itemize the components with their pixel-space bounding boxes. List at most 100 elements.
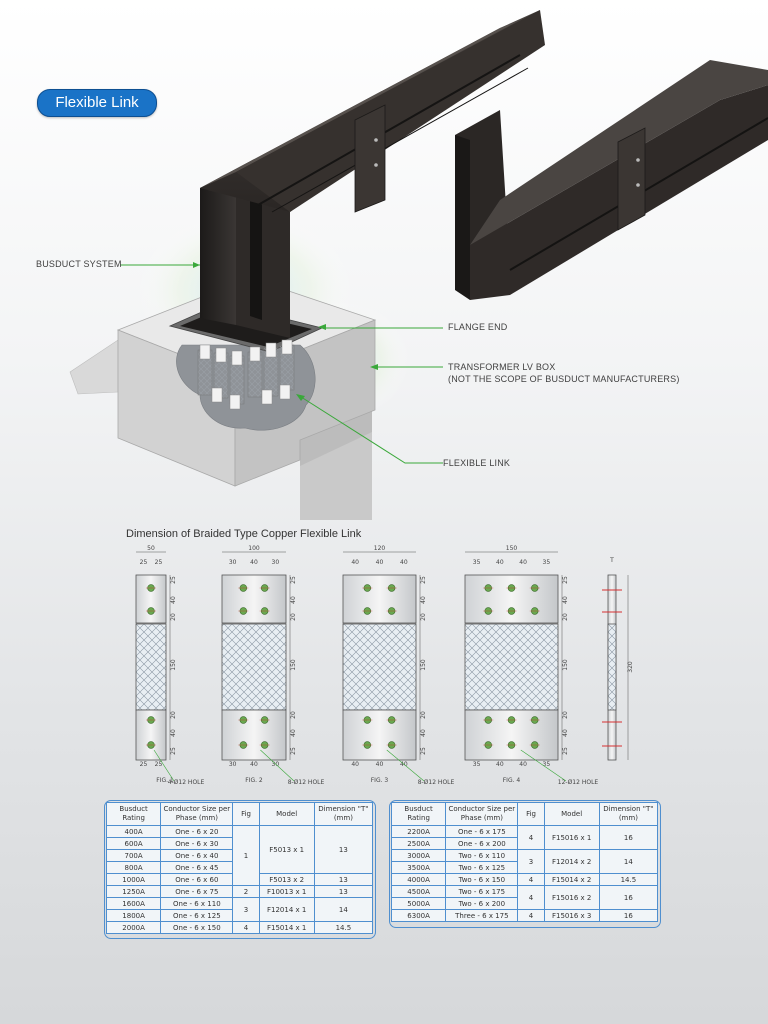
cell-fig: 1 (232, 825, 260, 886)
cell-dimension: 16 (598, 825, 659, 850)
side-view-braid (607, 623, 617, 711)
width-label: 120 (374, 545, 386, 552)
side-dimension-label: 40 (562, 729, 569, 737)
top-segment-label: 30 (229, 559, 237, 566)
hole-callout: 8-Ø12 HOLE (418, 779, 455, 786)
cell-fig: 4 (517, 825, 545, 850)
figure-label: FIG. 2 (245, 777, 263, 784)
hole-callout: 4-Ø12 HOLE (168, 779, 205, 786)
cell-model: F15016 x 2 (543, 885, 600, 910)
cell-rating: 2500A (390, 837, 447, 850)
top-segment-label: 40 (351, 559, 359, 566)
table-row: 3500A Two - 6 x 125 (390, 861, 658, 874)
cell-rating: 2000A (105, 921, 162, 934)
cell-conductor: One - 6 x 60 (160, 873, 234, 886)
top-segment-label: 40 (496, 559, 504, 566)
col-busduct-rating: Busduct Rating (105, 802, 162, 826)
cell-model: F12014 x 2 (543, 849, 600, 874)
side-dimension-label: 40 (170, 729, 177, 737)
callout-flange-end: FLANGE END (448, 322, 508, 332)
spec-table-left: Busduct Rating Conductor Size per Phase … (105, 802, 374, 934)
braided-section (464, 623, 559, 711)
hole-leader-line (260, 749, 295, 782)
callout-transformer-lv-box: TRANSFORMER LV BOX (448, 362, 556, 372)
side-dimension-label: 25 (290, 747, 297, 755)
cell-dimension: 13 (313, 825, 374, 874)
cell-rating: 3000A (390, 849, 447, 862)
top-segment-label: 40 (376, 559, 384, 566)
side-dimension-label: 25 (170, 747, 177, 755)
cell-dimension: 14.5 (313, 921, 374, 934)
side-dimension-label: 150 (290, 659, 297, 671)
bottom-segment-label: 40 (351, 761, 359, 768)
col-conductor-size: Conductor Size per Phase (mm) (445, 802, 519, 826)
hole-leader-line (153, 749, 175, 782)
side-dimension-label: 40 (170, 596, 177, 604)
cell-rating: 2200A (390, 825, 447, 838)
left-table-frame (104, 800, 376, 939)
cell-dimension: 13 (313, 873, 374, 886)
thickness-label: T (609, 557, 614, 564)
side-dimension-label: 25 (170, 576, 177, 584)
side-dimension-label: 20 (420, 711, 427, 719)
table-row: 1600A One - 6 x 110 3 F12014 x 1 14 (105, 897, 374, 922)
page-title: Flexible Link (37, 89, 157, 117)
table-row: 400A One - 6 x 20 1 F5013 x 1 13 (105, 825, 374, 886)
top-plate (221, 574, 287, 624)
braided-section (342, 623, 417, 711)
cell-dimension: 16 (598, 885, 659, 910)
table-row: 2000A One - 6 x 150 4 F15014 x 1 14.5 (105, 921, 374, 934)
col-busduct-rating: Busduct Rating (390, 802, 447, 826)
table-row: 4000A Two - 6 x 150 4 F15014 x 2 14.5 (390, 873, 659, 886)
side-view-height-label: 320 (627, 661, 634, 673)
top-segment-label: 25 (140, 559, 148, 566)
top-segment-label: 35 (543, 559, 551, 566)
top-segment-label: 35 (473, 559, 481, 566)
callout-busduct-system: BUSDUCT SYSTEM (36, 259, 122, 269)
hole-callout: 12-Ø12 HOLE (558, 779, 599, 786)
cell-rating: 4000A (390, 873, 447, 886)
side-dimension-label: 25 (562, 576, 569, 584)
cell-conductor: Two - 6 x 125 (445, 861, 519, 874)
hole-leader-line (386, 749, 425, 782)
cell-model: F15016 x 3 (543, 909, 600, 922)
dimension-heading: Dimension of Braided Type Copper Flexibl… (126, 528, 362, 540)
cell-fig: 3 (232, 897, 260, 922)
cell-conductor: One - 6 x 200 (445, 837, 519, 850)
cell-conductor: One - 6 x 40 (160, 849, 234, 862)
cell-model: F5013 x 1 (258, 825, 315, 874)
cell-rating: 400A (105, 825, 162, 838)
cell-fig: 4 (517, 909, 545, 922)
side-dimension-label: 40 (420, 729, 427, 737)
side-dimension-label: 40 (562, 596, 569, 604)
side-dimension-label: 20 (420, 613, 427, 621)
cell-rating: 800A (105, 861, 162, 874)
cell-rating: 4500A (390, 885, 447, 898)
cell-rating: 6300A (390, 909, 447, 922)
side-dimension-label: 150 (420, 659, 427, 671)
top-segment-label: 40 (400, 559, 408, 566)
braided-section (221, 623, 287, 711)
bottom-plate (221, 709, 287, 761)
callout-transformer-note: (NOT THE SCOPE OF BUSDUCT MANUFACTURERS) (448, 374, 680, 384)
cell-conductor: One - 6 x 75 (160, 885, 234, 898)
cell-model: F15014 x 2 (543, 873, 600, 886)
cell-conductor: Two - 6 x 175 (445, 885, 519, 898)
side-dimension-label: 20 (170, 613, 177, 621)
table-row: 2200A One - 6 x 175 4 F15016 x 1 16 (390, 825, 659, 850)
side-dimension-label: 20 (170, 711, 177, 719)
table-row: 800A One - 6 x 45 (105, 861, 373, 874)
col-dimension-t: Dimension "T" (mm) (598, 802, 659, 826)
cell-conductor: Three - 6 x 175 (445, 909, 519, 922)
cell-rating: 1800A (105, 909, 162, 922)
figure-label: FIG. 1 (156, 777, 174, 784)
callout-flexible-link: FLEXIBLE LINK (443, 458, 511, 468)
bottom-segment-label: 35 (473, 761, 481, 768)
table-row: 4500A Two - 6 x 175 4 F15016 x 2 16 (390, 885, 659, 910)
bottom-plate (342, 709, 417, 761)
side-dimension-label: 25 (290, 576, 297, 584)
side-dimension-label: 20 (562, 711, 569, 719)
cell-model: F10013 x 1 (258, 885, 315, 898)
bottom-segment-label: 25 (140, 761, 148, 768)
